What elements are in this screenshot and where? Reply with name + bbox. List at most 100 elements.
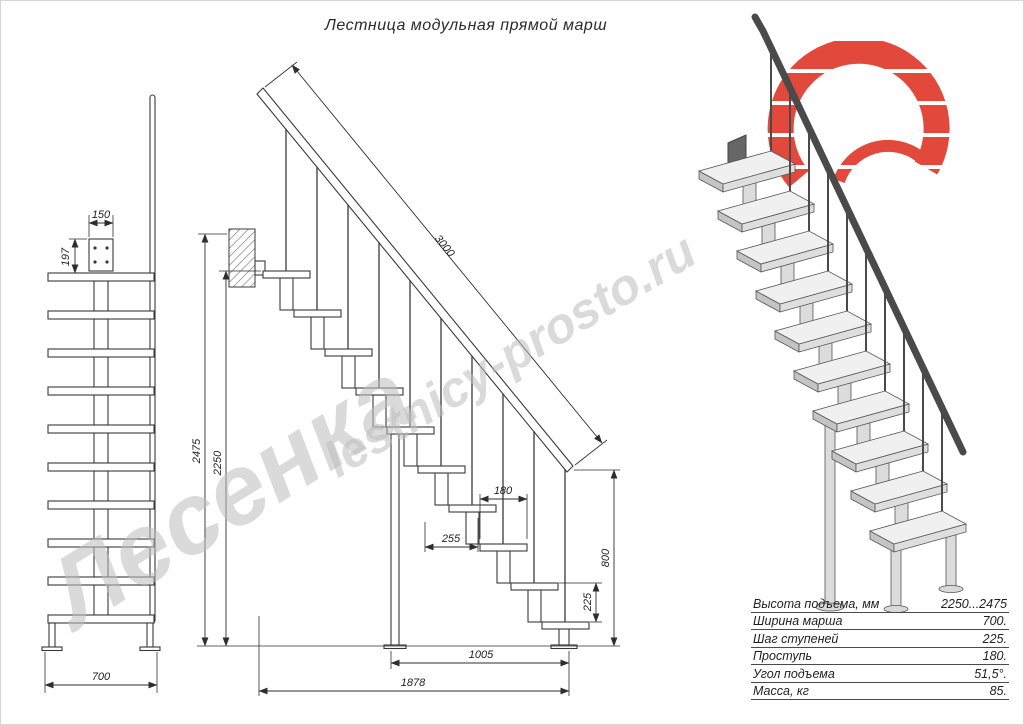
bolt-icon: [105, 246, 109, 250]
dimension-line: [291, 64, 603, 444]
side-tread: [355, 387, 404, 396]
iso-tread-top: [849, 470, 949, 505]
front-column: [93, 508, 109, 540]
spec-row: Высота подъема, мм 2250...2475: [751, 595, 1009, 613]
front-wall-bracket: [88, 238, 114, 272]
front-step: [47, 348, 155, 358]
extension-line: [264, 61, 298, 88]
drawing-title: Лестница модульная прямой марш: [324, 17, 608, 34]
logo-swoosh-outer: [767, 41, 950, 188]
side-mid-foot: [383, 644, 407, 650]
spec-value: 700.: [982, 614, 1007, 628]
iso-bottom-foot-right: [938, 585, 964, 593]
side-tread: [386, 426, 435, 435]
front-step: [47, 576, 155, 586]
spec-row: Проступь 180.: [751, 648, 1009, 665]
side-mid-post: [390, 433, 400, 646]
dim-label-255: 255: [441, 533, 461, 545]
front-step: [47, 424, 155, 434]
spec-label: Шаг ступеней: [753, 631, 839, 646]
side-module: [279, 277, 294, 311]
side-module: [372, 394, 387, 428]
dim-label-150: 150: [92, 209, 111, 221]
dim-label-197: 197: [60, 247, 72, 266]
iso-tread-top: [754, 270, 854, 305]
spec-row: Шаг ступеней 225.: [751, 630, 1009, 648]
spec-label: Проступь: [753, 649, 813, 663]
iso-view: [697, 13, 968, 613]
dim-label-1878: 1878: [401, 677, 426, 689]
iso-tread-top: [830, 430, 930, 465]
front-steps: [47, 272, 155, 624]
spec-value: 51,5°.: [974, 666, 1007, 681]
spec-row: Масса, кг 85.: [751, 683, 1009, 700]
iso-handrail: [751, 13, 967, 456]
side-bottom-foot: [550, 644, 578, 650]
iso-steps: [697, 150, 968, 553]
side-module: [434, 472, 449, 506]
dim-label-180: 180: [494, 485, 513, 497]
iso-tread-top: [773, 310, 873, 345]
iso-tread-top: [697, 150, 797, 185]
front-step: [47, 272, 155, 282]
front-column: [93, 432, 109, 464]
brand-logo-icon: [767, 41, 950, 188]
front-column: [93, 546, 109, 578]
wall-hatch: [228, 228, 256, 288]
front-view: 150 197 700: [41, 94, 161, 693]
dim-label-225: 225: [582, 592, 594, 612]
side-steps: [262, 128, 590, 630]
extension-line: [574, 439, 608, 466]
front-step: [47, 500, 155, 510]
bolt-icon: [105, 260, 109, 264]
side-module: [496, 550, 511, 584]
iso-balusters: [770, 48, 943, 511]
front-step: [47, 310, 155, 320]
front-leg-left: [48, 622, 56, 648]
front-column: [93, 470, 109, 502]
spec-row: Ширина марша 700.: [751, 613, 1009, 630]
front-column: [93, 318, 109, 350]
spec-value: 225.: [982, 631, 1007, 646]
side-module: [527, 589, 542, 623]
iso-tread-top: [811, 390, 911, 425]
spec-label: Высота подъема, мм: [753, 596, 880, 611]
side-tread: [510, 582, 559, 591]
front-foot-right: [139, 646, 161, 652]
front-leg-right: [146, 622, 154, 648]
front-foot-left: [41, 646, 63, 652]
side-module: [341, 355, 356, 389]
side-view: 3000 2475 2250 180 255 800: [191, 61, 620, 696]
spec-label: Масса, кг: [753, 684, 809, 698]
bolt-icon: [93, 246, 97, 250]
iso-tread-top: [716, 190, 816, 225]
side-tread: [541, 621, 590, 630]
spec-label: Угол подъема: [753, 666, 835, 681]
side-tread: [448, 504, 497, 513]
front-step: [47, 462, 155, 472]
dim-label-1005: 1005: [469, 649, 494, 661]
front-step: [47, 386, 155, 396]
spec-value: 85.: [989, 684, 1007, 698]
side-tread: [262, 270, 311, 279]
dim-label-800: 800: [600, 548, 612, 567]
spec-value: 2250...2475: [940, 596, 1007, 611]
front-column: [93, 356, 109, 388]
front-step: [47, 538, 155, 548]
front-column: [93, 584, 109, 616]
bolt-icon: [93, 260, 97, 264]
spec-table: Высота подъема, мм 2250...2475 Ширина ма…: [751, 595, 1009, 700]
dim-label-2250: 2250: [212, 450, 224, 476]
spec-label: Ширина марша: [753, 614, 843, 628]
side-wall-bracket: [254, 260, 266, 276]
side-module: [310, 316, 325, 350]
dim-label-700: 700: [92, 671, 111, 683]
side-tread: [417, 465, 466, 474]
side-module: [465, 511, 480, 545]
side-handrail: [256, 87, 574, 473]
side-tread: [479, 543, 528, 552]
logo-swoosh-inner: [833, 139, 923, 184]
side-bottom-leg: [558, 628, 570, 646]
